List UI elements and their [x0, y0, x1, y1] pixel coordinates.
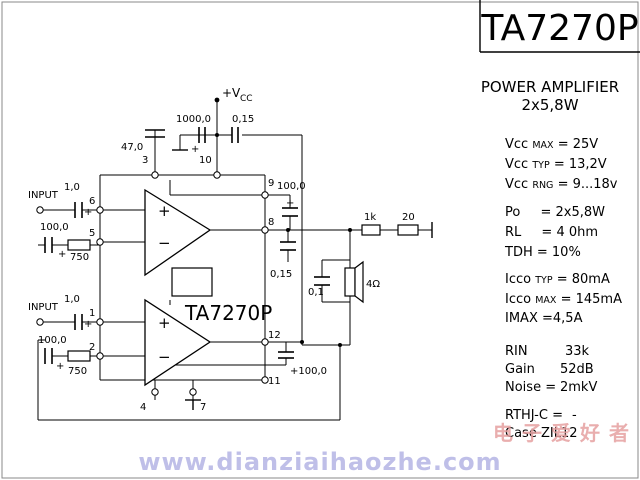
spec-vcc-rng: Vcc RNG = 9...18v: [505, 177, 618, 192]
watermark: 电 子 爱 好 者 www.dianziaihaozhe.com: [138, 421, 629, 476]
minus-sign: −: [158, 348, 171, 366]
opamp-top: + −: [144, 188, 212, 277]
resistor-label: 750: [70, 252, 89, 263]
cap-label: 1,0: [64, 182, 80, 193]
opamp-bottom: + −: [144, 298, 212, 387]
pin-number: 2: [89, 342, 95, 353]
vcc-label: +V: [222, 86, 241, 100]
pin-number: 7: [200, 402, 206, 413]
spec-imax: IMAX =4,5A: [505, 311, 583, 326]
spec-po: Po = 2x5,8W: [505, 205, 605, 220]
watermark-char: 者: [608, 421, 629, 445]
pin-number: 12: [268, 330, 281, 341]
plus-sign: +: [158, 202, 171, 220]
cap-label: 0,15: [270, 269, 292, 280]
watermark-char: 好: [579, 421, 600, 445]
spec-panel: POWER AMPLIFIER 2x5,8W Vcc MAX = 25V Vcc…: [481, 78, 622, 441]
cap-label: 100,0: [277, 181, 306, 192]
spec-rthj: RTHJ-C = -: [505, 408, 577, 423]
capacitor-plates: [44, 127, 330, 364]
bias-block: [171, 267, 213, 297]
cap-label: +100,0: [290, 366, 327, 377]
spec-vcc-max: Vcc MAX = 25V: [505, 137, 598, 152]
schematic-wires: [37, 100, 432, 421]
device-label: TA7270P: [184, 301, 272, 325]
spec-gain: Gain 52dB: [505, 362, 594, 377]
watermark-url: www.dianziaihaozhe.com: [138, 448, 501, 476]
watermark-char: 爱: [551, 421, 571, 445]
spec-heading: POWER AMPLIFIER: [481, 78, 619, 96]
speaker-label: 4Ω: [366, 279, 380, 290]
pin-number: 6: [89, 196, 95, 207]
pin-number: 9: [268, 178, 274, 189]
polarity-mark: +: [191, 144, 199, 155]
ground-symbols: [172, 149, 201, 410]
spec-icco-typ: Icco TYP = 80mA: [505, 272, 610, 287]
title-box: TA7270P: [479, 0, 640, 53]
resistor-label: 20: [402, 212, 415, 223]
watermark-char: 电: [493, 421, 513, 445]
cap-label: 0,1: [308, 287, 324, 298]
polarity-mark: +: [58, 249, 66, 260]
cap-label: 100,0: [38, 335, 67, 346]
resistor-label: 750: [68, 366, 87, 377]
polarity-mark: +: [286, 198, 294, 209]
cap-label: 100,0: [40, 222, 69, 233]
cap-label: 47,0: [121, 142, 143, 153]
cap-label: 1000,0: [176, 114, 211, 125]
spec-noise: Noise = 2mkV: [505, 380, 597, 395]
spec-case: Case ZIL12: [505, 426, 578, 441]
vcc-sub: CC: [240, 94, 253, 104]
spec-vcc-typ: Vcc TYP = 13,2V: [505, 157, 607, 172]
junction-dots: [214, 97, 352, 347]
pin-number: 3: [142, 155, 148, 166]
resistor-label: 1k: [364, 212, 376, 223]
spec-icco-max: Icco MAX = 145mA: [505, 292, 622, 307]
minus-sign: −: [158, 234, 171, 252]
speaker-icon: [344, 260, 364, 304]
pin-number: 4: [140, 402, 146, 413]
pin-number: 5: [89, 228, 95, 239]
pin-terminals: [36, 171, 269, 396]
chip-title: TA7270P: [480, 8, 638, 49]
spec-tdh: TDH = 10%: [504, 245, 581, 260]
resistors: [67, 224, 419, 362]
schematic-labels: +V CC INPUT INPUT 1,0 1,0 100,0 100,0 75…: [28, 86, 415, 413]
polarity-mark: +: [84, 319, 92, 330]
spec-rin: RIN 33k: [505, 344, 590, 359]
input-label: INPUT: [28, 302, 59, 313]
plus-sign: +: [158, 314, 171, 332]
pin-number: 8: [268, 217, 274, 228]
pin-number: 10: [199, 155, 212, 166]
cap-label: 0,15: [232, 114, 254, 125]
pin-number: 11: [268, 376, 281, 387]
watermark-char: 子: [522, 421, 542, 445]
pin-number: 1: [89, 308, 95, 319]
spec-subheading: 2x5,8W: [521, 96, 578, 114]
cap-label: 1,0: [64, 294, 80, 305]
polarity-mark: +: [84, 207, 92, 218]
polarity-mark: +: [56, 361, 64, 372]
input-label: INPUT: [28, 190, 59, 201]
spec-rl: RL = 4 0hm: [505, 225, 598, 240]
